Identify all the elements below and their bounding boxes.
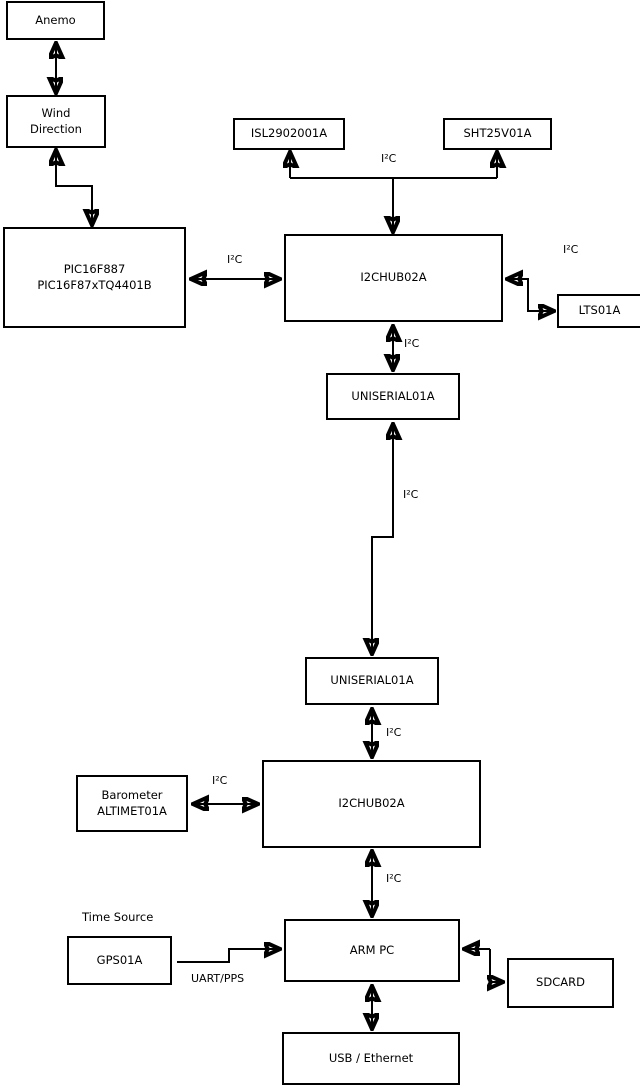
edge-label-hub-to-uniserial: I²C: [404, 337, 420, 350]
edge-label-gps-to-arm: UART/PPS: [191, 972, 245, 985]
node-usb-ethernet[interactable]: USB / Ethernet: [282, 1032, 460, 1085]
node-uniserial01a-bottom[interactable]: UNISERIAL01A: [305, 657, 439, 705]
label-time-source: Time Source: [82, 910, 154, 924]
node-wind-direction[interactable]: Wind Direction: [6, 95, 106, 148]
node-sht25v01a[interactable]: SHT25V01A: [443, 118, 552, 150]
edge-label-uniserial-link: I²C: [403, 488, 419, 501]
node-arm-pc[interactable]: ARM PC: [284, 919, 460, 982]
wire-wind-pic: [55, 151, 92, 224]
wire-uniserial-link-down: [372, 425, 394, 653]
node-anemo[interactable]: Anemo: [6, 1, 105, 40]
node-lts01a[interactable]: LTS01A: [557, 294, 640, 328]
node-barometer-altimet01a[interactable]: Barometer ALTIMET01A: [76, 775, 188, 832]
edge-label-pic-to-hub: I²C: [227, 253, 243, 266]
node-gps01a[interactable]: GPS01A: [67, 936, 172, 985]
node-pic-mcu[interactable]: PIC16F887 PIC16F87xTQ4401B: [3, 227, 186, 328]
wire-hub-lts: [527, 279, 553, 311]
wire-arm-sdcard: [490, 949, 502, 982]
node-sdcard[interactable]: SDCARD: [507, 958, 614, 1008]
edge-label-uniserial-to-hub2: I²C: [386, 726, 402, 739]
edge-label-hub-to-lts: I²C: [563, 243, 579, 256]
wire-lts-hub: [508, 279, 529, 295]
node-i2chub02a-bottom[interactable]: I2CHUB02A: [262, 760, 481, 848]
node-i2chub02a-top[interactable]: I2CHUB02A: [284, 234, 503, 322]
wire-pic-wind: [56, 151, 93, 228]
node-isl2902001a[interactable]: ISL2902001A: [233, 118, 345, 150]
node-uniserial01a-top[interactable]: UNISERIAL01A: [326, 373, 460, 420]
edge-label-hub2-to-arm: I²C: [386, 872, 402, 885]
edge-label-top-sensor-bus: I²C: [381, 152, 397, 165]
wire-gps-arm: [177, 949, 279, 963]
wire-uniserial-link-up: [371, 425, 393, 653]
edge-label-barometer-to-hub2: I²C: [212, 774, 228, 787]
